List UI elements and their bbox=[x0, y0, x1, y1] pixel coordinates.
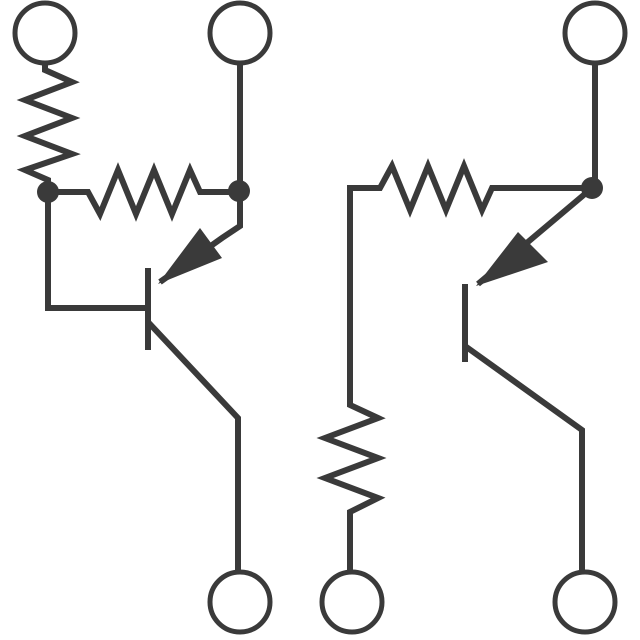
left-horizontal-resistor bbox=[48, 162, 238, 222]
left-circuit bbox=[12, 0, 273, 635]
right-junction-dot bbox=[581, 177, 603, 199]
right-horizontal-resistor bbox=[347, 158, 592, 290]
right-vertical-resistor bbox=[316, 290, 387, 572]
right-emitter-arrow bbox=[476, 232, 548, 286]
right-circuit bbox=[316, 0, 628, 635]
left-emitter-arrow bbox=[158, 228, 222, 284]
left-junction-dot bbox=[37, 181, 59, 203]
right-bottom-right-terminal bbox=[552, 569, 618, 635]
left-collector-wire bbox=[145, 319, 241, 570]
left-bottom-terminal bbox=[207, 569, 273, 635]
left-top-right-terminal bbox=[207, 0, 273, 66]
left-vertical-resistor bbox=[16, 63, 81, 192]
left-base-wire bbox=[45, 192, 148, 311]
right-top-terminal bbox=[562, 0, 628, 66]
left-top-left-terminal bbox=[12, 0, 78, 66]
right-bottom-left-terminal bbox=[319, 569, 385, 635]
right-junction-dot bbox=[228, 180, 250, 202]
right-collector-wire bbox=[463, 343, 585, 572]
